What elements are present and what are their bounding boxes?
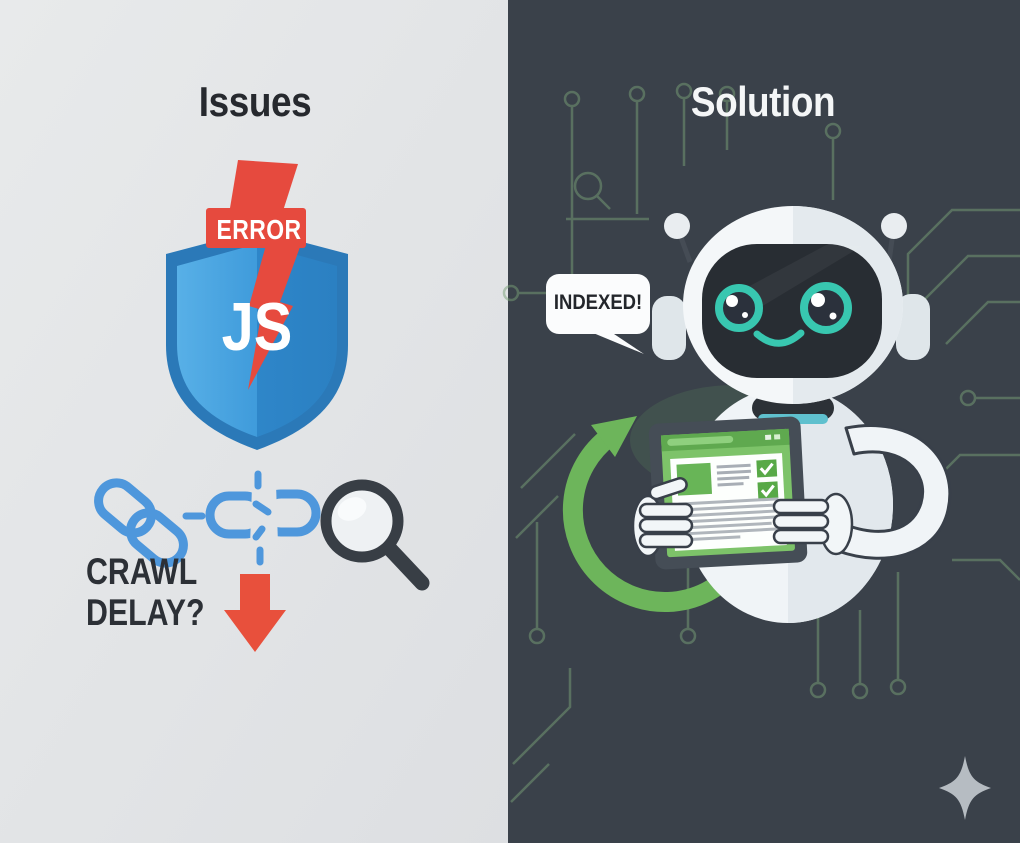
antenna-right [881,213,907,263]
speech-bubble [546,274,650,354]
sparkle-icon [939,756,991,820]
crawl-delay-label: CRAWL DELAY? [86,551,205,633]
broken-link-icon [182,470,350,566]
refresh-arrow-icon [562,416,746,613]
error-badge-label: ERROR [216,214,302,245]
lightning-bolt-icon [230,160,298,214]
js-shield-label: JS [221,289,293,365]
magnifier-icon [320,479,430,591]
robot-visor [702,244,882,378]
robot-hand-left [631,476,694,558]
error-badge [206,208,306,248]
robot-illustration [631,206,952,623]
antenna-left [664,213,693,263]
crawl-delay-line1: CRAWL [86,551,198,592]
ear-pod-left [652,296,686,360]
down-arrow-icon [224,574,286,652]
crawl-delay-line2: DELAY? [86,592,205,633]
js-error-shield-group [166,160,348,450]
link-issue-icons [94,470,430,591]
lightning-bolt-tail [248,245,300,390]
robot-arm [836,424,952,560]
robot-smile [753,329,805,347]
robot-hand-right [772,492,854,556]
robot-eyes [715,282,852,334]
indexed-bubble-label: INDEXED! [553,291,643,314]
chain-link-icon [94,478,188,568]
issues-title: Issues [198,78,312,125]
tablet-checklist-icon [648,416,808,570]
solution-title: Solution [690,78,836,125]
ear-pod-right [896,294,930,360]
circuit-traces [502,82,1020,803]
